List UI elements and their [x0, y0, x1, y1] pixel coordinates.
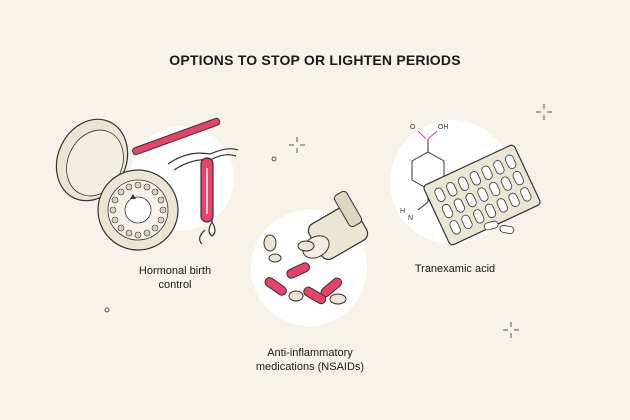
option-label-line: Anti-inflammatory	[267, 347, 353, 359]
decor-dot	[104, 307, 110, 313]
option-label-line: Hormonal birth	[138, 265, 212, 277]
chem-h: H	[400, 208, 405, 215]
option-label-hormonal: Hormonal birth control	[110, 264, 240, 292]
decor-dot	[271, 156, 277, 162]
option-label-txa: Tranexamic acid	[390, 262, 520, 276]
option-label-line: Tranexamic acid	[414, 263, 496, 275]
sparkle-icon	[503, 322, 519, 338]
sparkle-icon	[289, 137, 305, 153]
blister-pack-icon	[423, 144, 541, 246]
applicator-icon	[132, 117, 221, 156]
sparkle-icon	[536, 104, 552, 120]
chem-n: N	[408, 215, 413, 222]
pill-pack-icon	[55, 118, 179, 251]
option-label-line: control	[158, 279, 192, 291]
option-label-line: medications (NSAIDs)	[255, 361, 365, 373]
iud-icon	[167, 148, 239, 245]
pills-icon	[263, 234, 347, 305]
chem-o: O	[410, 124, 416, 131]
chem-oh: OH	[438, 124, 449, 131]
pill-bottle-icon	[302, 190, 369, 260]
page-title: OPTIONS TO STOP OR LIGHTEN PERIODS	[169, 52, 461, 68]
option-label-nsaid: Anti-inflammatory medications (NSAIDs)	[240, 346, 380, 374]
